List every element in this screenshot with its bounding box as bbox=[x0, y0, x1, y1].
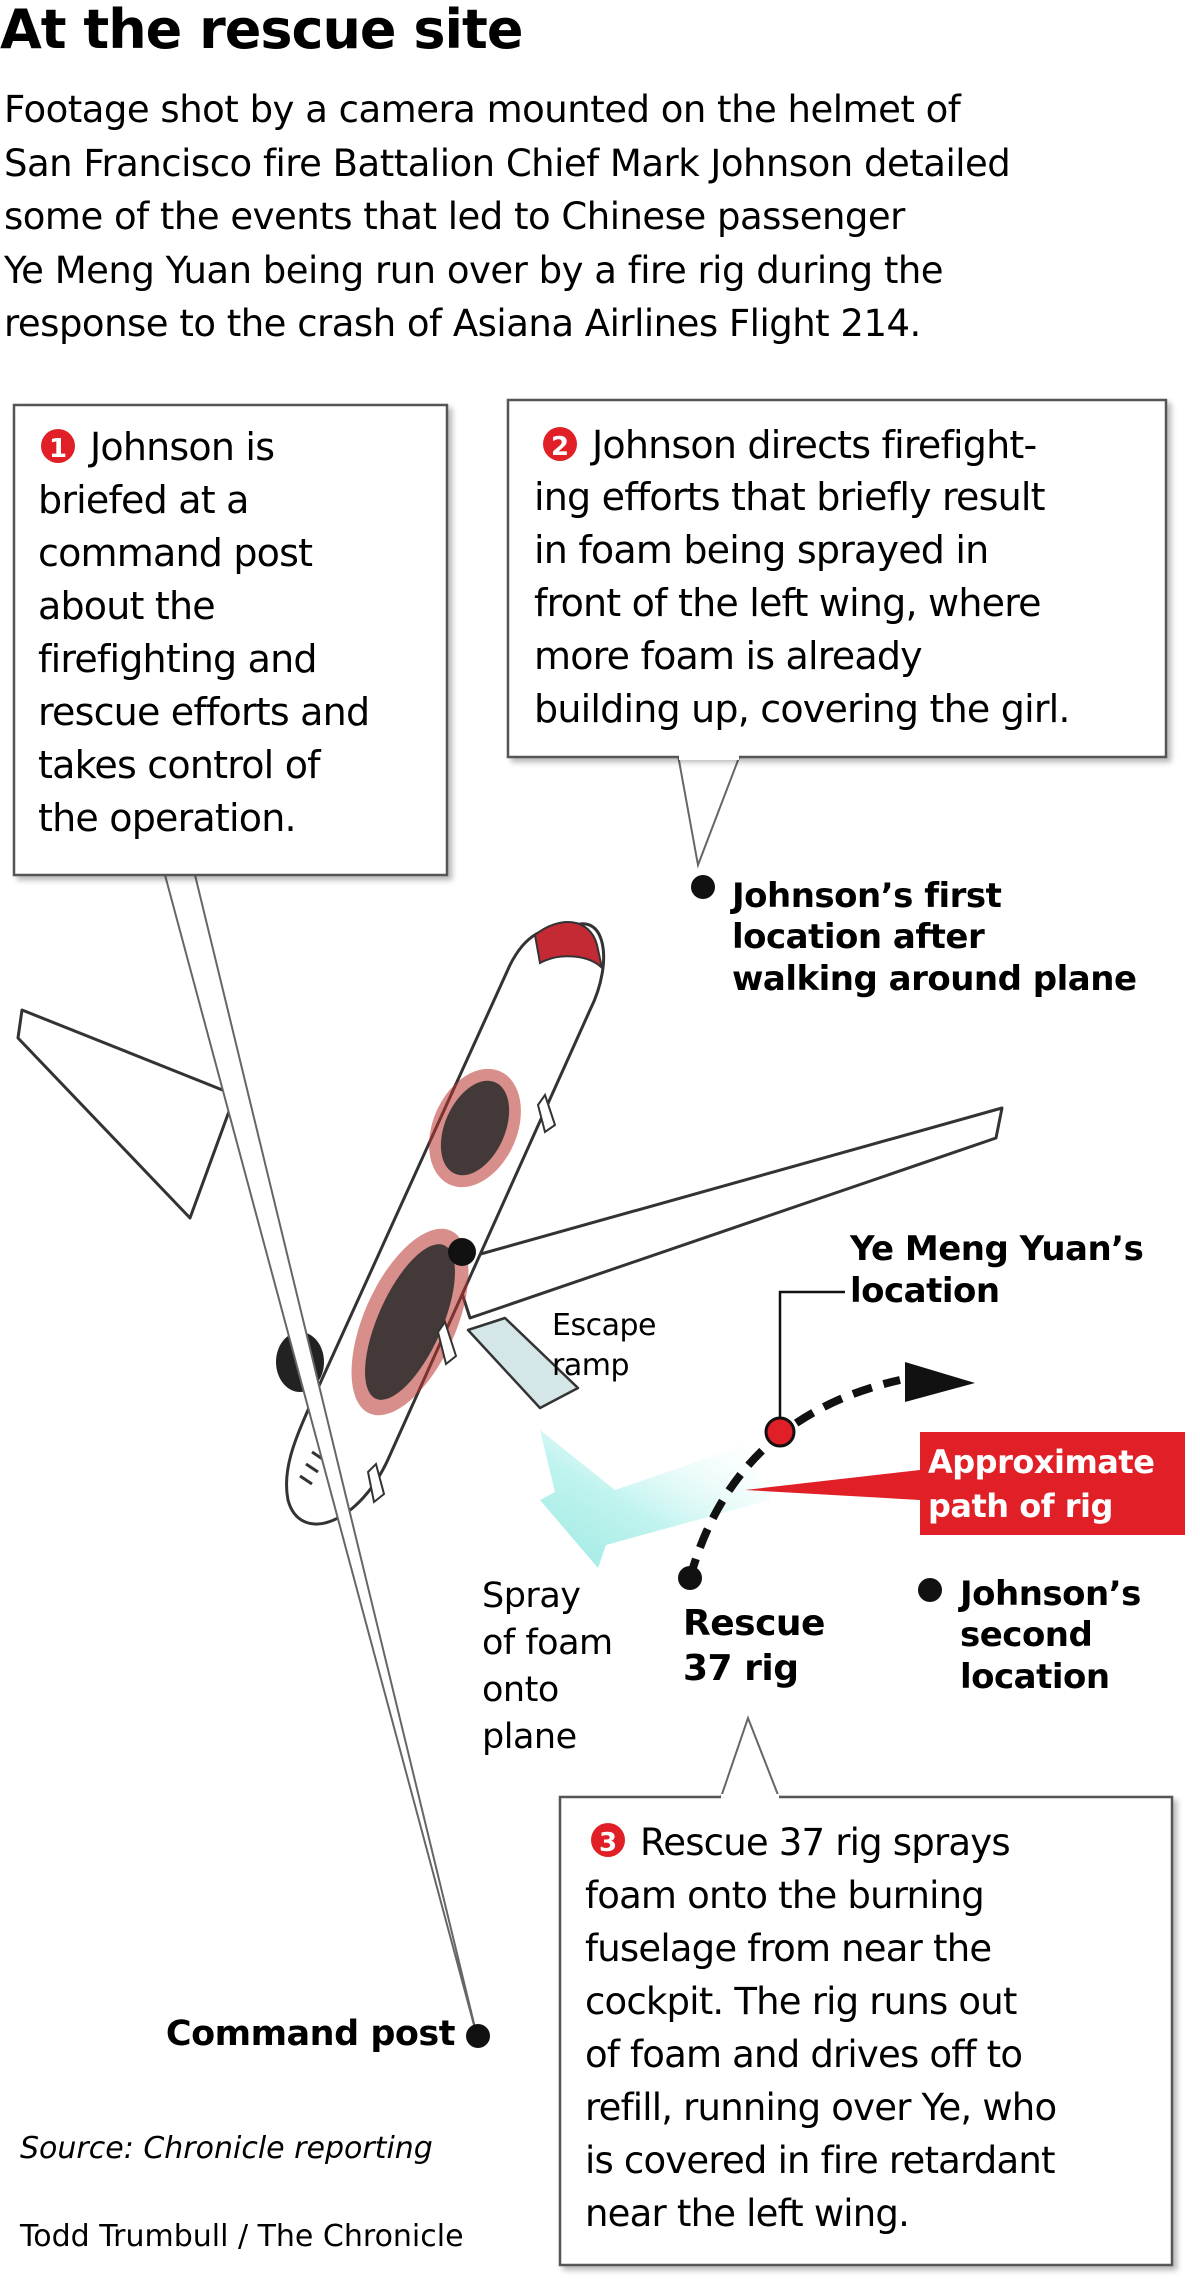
first-location-line: Johnson’s first bbox=[730, 876, 1002, 916]
step-2-text-line: in foam being sprayed in bbox=[534, 528, 988, 572]
escape-ramp-line: Escape bbox=[552, 1308, 656, 1343]
second-location-marker bbox=[918, 1578, 942, 1602]
step-number-badge bbox=[591, 1823, 625, 1857]
escape-ramp bbox=[466, 1316, 580, 1410]
first-location-line: location after bbox=[732, 917, 985, 957]
step-number: 1 bbox=[49, 434, 67, 464]
rig-path-line bbox=[686, 1376, 901, 1580]
step-1-text-line: takes control of bbox=[38, 743, 322, 787]
step-2-text-line: Johnson directs firefight- bbox=[590, 423, 1036, 467]
step-number: 3 bbox=[599, 1828, 617, 1858]
credit-note: Todd Trumbull / The Chronicle bbox=[19, 2219, 464, 2254]
step-2-box bbox=[506, 398, 1168, 759]
escape-ramp-label: Escape ramp bbox=[552, 1308, 656, 1383]
rescue-rig-line: 37 rig bbox=[683, 1648, 799, 1689]
step-1-box bbox=[12, 403, 449, 877]
spray-label-line: plane bbox=[482, 1717, 577, 1757]
foam-spray-arrow bbox=[540, 1430, 770, 1568]
tail-tip bbox=[533, 921, 604, 972]
step-2-text-line: ing efforts that briefly result bbox=[534, 475, 1045, 519]
page-title: At the rescue site bbox=[0, 0, 522, 61]
spray-label-line: Spray bbox=[482, 1576, 580, 1616]
rescue-rig-line: Rescue bbox=[683, 1603, 825, 1644]
door-icon bbox=[436, 1319, 458, 1366]
step-3-text-line: Rescue 37 rig sprays bbox=[640, 1821, 1010, 1864]
callout-pointer bbox=[718, 1715, 782, 1801]
second-location-line: second bbox=[960, 1615, 1092, 1655]
step-2-text-line: building up, covering the girl. bbox=[534, 687, 1070, 731]
callout-pointer bbox=[676, 754, 742, 869]
intro-line: Footage shot by a camera mounted on the … bbox=[4, 88, 962, 131]
step-1-text-line: command post bbox=[38, 531, 312, 575]
step-1-text-line: Johnson is bbox=[88, 425, 274, 469]
step-3-text-line: is covered in fire retardant bbox=[585, 2139, 1055, 2182]
burn-area-upper bbox=[429, 1068, 521, 1188]
command-post-text: Command post bbox=[166, 2014, 455, 2054]
rig-path-label: Approximate path of rig bbox=[745, 1432, 1185, 1535]
door-icon bbox=[536, 1092, 557, 1134]
step-3-text-line: cockpit. The rig runs out bbox=[585, 1980, 1017, 2023]
rescue-rig-label: Rescue 37 rig bbox=[678, 1566, 825, 1689]
burn-area-lower bbox=[351, 1228, 476, 1416]
rig-path-callout bbox=[745, 1432, 1185, 1535]
rescue-rig-marker bbox=[678, 1566, 702, 1590]
command-post-marker bbox=[466, 2024, 490, 2048]
rig-path-label-line: Approximate bbox=[928, 1443, 1154, 1481]
intro-line: some of the events that led to Chinese p… bbox=[4, 195, 906, 238]
second-location-label: Johnson’s second location bbox=[918, 1574, 1141, 1697]
step-1-text-line: rescue efforts and bbox=[38, 690, 369, 734]
intro-line: San Francisco fire Battalion Chief Mark … bbox=[4, 142, 1010, 185]
step-1-text-line: the operation. bbox=[38, 796, 296, 840]
step-1-text-line: briefed at a bbox=[38, 478, 249, 522]
callout-pointer bbox=[163, 874, 479, 2041]
ye-location-line: Ye Meng Yuan’s bbox=[849, 1229, 1143, 1269]
spray-label: Spray of foam onto plane bbox=[482, 1576, 613, 1757]
door-icon bbox=[366, 1462, 386, 1504]
step-3-text-line: foam onto the burning bbox=[585, 1874, 984, 1917]
first-location-marker bbox=[691, 875, 715, 899]
intro-paragraph: Footage shot by a camera mounted on the … bbox=[3, 88, 1011, 345]
step-1-text-line: firefighting and bbox=[38, 637, 317, 681]
second-location-line: Johnson’s bbox=[958, 1574, 1141, 1614]
rig-path-label-line: path of rig bbox=[928, 1487, 1113, 1525]
step-3-text-line: near the left wing. bbox=[585, 2192, 909, 2235]
step-2-text-line: front of the left wing, where bbox=[534, 581, 1041, 625]
step-3-callout: 3 Rescue 37 rig sprays foam onto the bur… bbox=[558, 1794, 1174, 2267]
step-3-text-line: of foam and drives off to bbox=[585, 2033, 1022, 2076]
escape-ramp-line: ramp bbox=[552, 1348, 629, 1383]
step-number: 2 bbox=[551, 432, 569, 462]
left-wing bbox=[16, 1008, 237, 1220]
first-location-line: walking around plane bbox=[732, 959, 1137, 999]
second-location-line: location bbox=[960, 1657, 1110, 1697]
intro-line: Ye Meng Yuan being run over by a fire ri… bbox=[3, 249, 943, 292]
ye-location-marker bbox=[764, 1416, 796, 1448]
step-number-badge bbox=[543, 427, 577, 461]
step-number-badge bbox=[41, 429, 75, 463]
step-1-text-line: about the bbox=[38, 584, 215, 628]
step-2-text-line: more foam is already bbox=[534, 634, 922, 678]
first-location-label: Johnson’s first location after walking a… bbox=[691, 875, 1137, 999]
ye-location-label: Ye Meng Yuan’s location bbox=[849, 1229, 1144, 1311]
step-2-callout: 2 Johnson directs firefight- ing efforts… bbox=[506, 398, 1168, 760]
spray-label-line: of foam bbox=[482, 1623, 613, 1663]
step-3-text-line: fuselage from near the bbox=[585, 1927, 991, 1970]
source-note: Source: Chronicle reporting bbox=[20, 2131, 433, 2166]
spray-label-line: onto bbox=[482, 1670, 559, 1710]
intro-line: response to the crash of Asiana Airlines… bbox=[4, 302, 921, 345]
ye-location-line: location bbox=[850, 1271, 1000, 1311]
ye-leader-line bbox=[778, 1290, 845, 1432]
step-3-box bbox=[558, 1795, 1174, 2267]
step-1-callout: 1 Johnson is briefed at a command post a… bbox=[12, 403, 449, 877]
rig-path-arrowhead bbox=[905, 1362, 975, 1402]
airplane bbox=[16, 921, 1004, 1526]
command-post-label: Command post bbox=[166, 2014, 490, 2054]
step-3-text-line: refill, running over Ye, who bbox=[585, 2086, 1056, 2129]
fuselage bbox=[285, 922, 606, 1526]
